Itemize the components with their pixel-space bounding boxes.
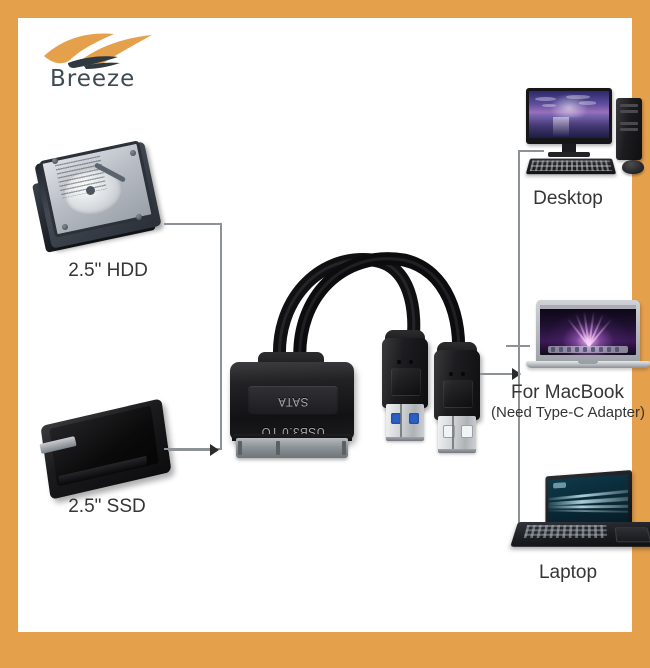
- bracket-stub-ssd: [164, 448, 222, 450]
- arrow-shaft-left: [168, 449, 212, 451]
- arrow-right-icon: [210, 444, 219, 456]
- hard-disk-drive-icon: [31, 140, 166, 256]
- bracket-stub-hdd: [164, 223, 222, 225]
- desktop-label: Desktop: [533, 188, 603, 209]
- usb2-connector: [434, 342, 480, 454]
- product-diagram-canvas: Breeze 2.5" HDD 2.5" SSD: [18, 18, 650, 668]
- bracket-stub-desktop: [518, 150, 544, 152]
- bird-wing-logo-icon: [44, 33, 152, 69]
- brand-logo: Breeze: [40, 30, 170, 92]
- adapter-cables: [272, 252, 466, 371]
- macbook-label: For MacBook: [511, 382, 624, 403]
- arrow-shaft-right: [480, 373, 516, 375]
- usb3-connector: [382, 330, 428, 442]
- arrow-right-icon: [512, 368, 521, 380]
- product-image-frame: Breeze 2.5" HDD 2.5" SSD: [0, 0, 650, 650]
- bracket-stub-macbook: [506, 345, 530, 347]
- desktop-computer-icon: [518, 86, 650, 186]
- brand-name: Breeze: [50, 66, 136, 92]
- usb-to-sata-adapter: USB3.0 TO SATA: [222, 216, 492, 486]
- macbook-sub-label: (Need Type-C Adapter): [491, 404, 645, 421]
- hdd-label: 2.5" HDD: [68, 260, 148, 281]
- ssd-label: 2.5" SSD: [68, 496, 146, 517]
- solid-state-drive-icon: [28, 398, 188, 500]
- macbook-laptop-icon: [526, 300, 650, 380]
- adapter-print-plate: USB3.0 TO SATA: [248, 386, 338, 437]
- sata-connector: [236, 438, 348, 458]
- laptop-computer-icon: [510, 470, 650, 558]
- laptop-label: Laptop: [538, 562, 598, 583]
- bracket-spine-left: [220, 223, 222, 450]
